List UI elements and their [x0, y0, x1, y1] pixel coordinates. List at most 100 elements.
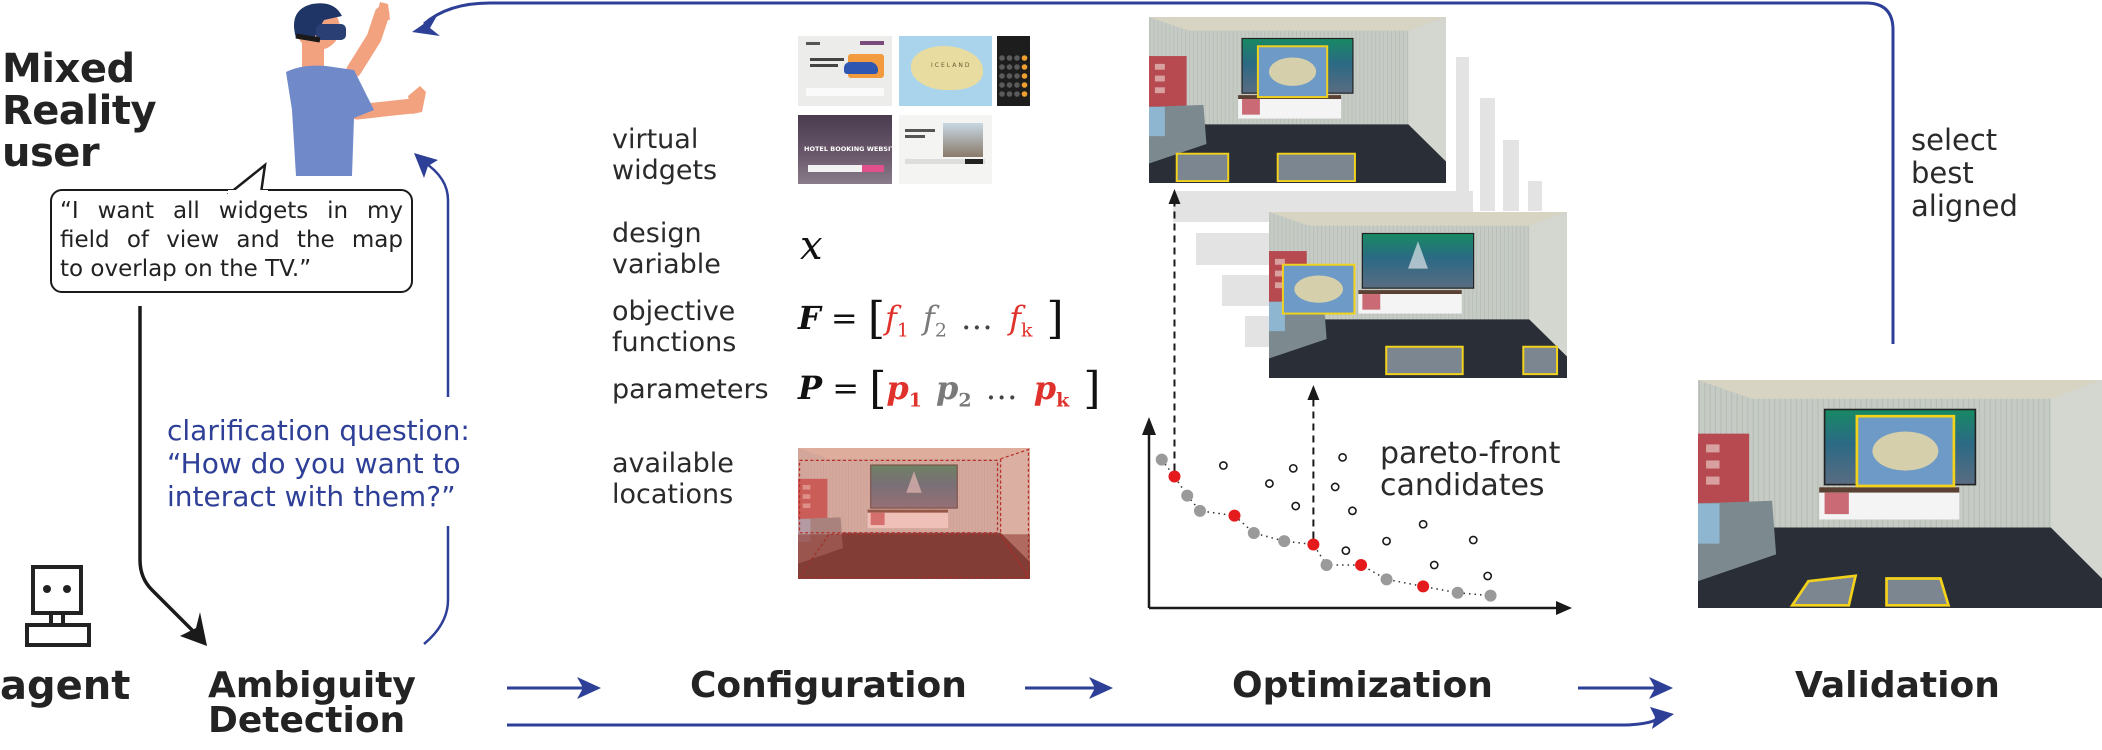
dominated-point — [1338, 452, 1347, 462]
agent-label: agent — [0, 663, 131, 709]
design-variable-symbol: x — [800, 223, 823, 269]
dominated-point — [1288, 463, 1298, 473]
arrowhead-icon — [1307, 385, 1320, 400]
pareto-front-line — [1161, 459, 1491, 597]
equation-term: pk — [1033, 369, 1070, 412]
dominated-point — [1218, 461, 1228, 470]
dominated-point — [1418, 519, 1428, 529]
virtual-widgets-label: virtual widgets — [612, 124, 717, 186]
cabinet-decor — [1242, 99, 1260, 115]
calculator-key — [999, 64, 1005, 70]
design-variable-label: design variable — [612, 218, 721, 280]
pareto-front-point — [1380, 573, 1393, 586]
calculator-widget — [997, 36, 1030, 106]
stage-configuration: Configuration — [690, 665, 967, 706]
stack-shadow-bar — [1222, 275, 1272, 306]
pareto-front-point — [1451, 586, 1464, 599]
calculator-key — [1014, 64, 1020, 70]
calculator-key — [1021, 82, 1028, 88]
floor-widget-overlay — [1885, 577, 1951, 607]
left-bracket: [ — [869, 363, 887, 414]
door-panel — [1274, 282, 1285, 289]
dominated-point — [1483, 571, 1493, 581]
calculator-key — [1014, 82, 1020, 88]
parameters-label: parameters — [612, 374, 769, 405]
door-panel — [1274, 258, 1285, 265]
door-panel — [1154, 63, 1165, 70]
objective-functions-label: objective functions — [612, 296, 736, 358]
stack-shadow-bar — [1196, 233, 1276, 265]
calculator-key — [1006, 82, 1013, 88]
equation-term: f2 — [922, 299, 947, 342]
forward-hand — [408, 86, 426, 114]
candidate-layout-1-image — [1149, 17, 1446, 183]
calculator-key — [1021, 91, 1028, 97]
arrowhead-icon — [412, 14, 440, 36]
door-panel — [802, 484, 811, 490]
pareto-candidate-point — [1355, 558, 1368, 571]
feedback-arrow-line — [423, 1, 1895, 344]
arrowhead-icon — [180, 612, 207, 646]
stack-shadow-bar — [1503, 140, 1519, 211]
label-line: design — [612, 218, 702, 249]
arrowhead-icon — [1168, 189, 1181, 204]
speech-bubble-pointer — [226, 162, 268, 194]
term-subscript: 2 — [934, 319, 947, 342]
pareto-front-point — [1247, 526, 1260, 539]
user-title-line: user — [2, 130, 100, 176]
pareto-front-label: pareto-front candidates — [1380, 438, 1560, 502]
map-label: ICELAND — [931, 62, 972, 69]
equation-term: f1 — [885, 299, 909, 342]
pareto-front-point — [1155, 453, 1168, 466]
stage-optimization: Optimization — [1232, 665, 1493, 706]
pareto-candidate-point — [1307, 538, 1320, 551]
cabinet-top — [1358, 290, 1462, 295]
dominated-point — [1429, 560, 1439, 570]
map-landmass — [1268, 57, 1317, 86]
door-panel — [1154, 75, 1165, 82]
counter-decor — [1698, 503, 1720, 544]
clarification-arrow-lower — [423, 526, 450, 645]
calculator-key — [999, 82, 1005, 88]
tv-mountain — [1408, 241, 1428, 269]
calculator-key — [1006, 64, 1013, 70]
calculator-key — [1006, 73, 1013, 79]
dominated-point — [1265, 479, 1274, 488]
label-line: variable — [612, 249, 721, 280]
door-panel — [1706, 444, 1720, 453]
arrowhead-icon — [414, 153, 438, 178]
pareto-front-point — [1320, 558, 1333, 571]
hotel-widget-title: HOTEL BOOKING WEBSITE — [804, 145, 892, 153]
raised-hand — [376, 2, 390, 20]
arrowhead-icon — [1089, 677, 1113, 699]
cabinet-decor — [870, 512, 885, 526]
arrowhead-icon — [577, 677, 601, 699]
vr-user-illustration — [286, 2, 426, 176]
calculator-key — [999, 91, 1005, 97]
arrowhead-icon — [1649, 677, 1673, 699]
floor-tint — [798, 534, 1030, 579]
left-bracket: [ — [867, 293, 886, 344]
equation-lhs: F — [798, 299, 821, 337]
cabinet — [867, 512, 949, 529]
speech-line: “I want all widgets in my — [60, 198, 403, 224]
label-line: functions — [612, 327, 737, 358]
label-line: virtual — [612, 124, 699, 155]
shirt — [286, 65, 374, 176]
tower-bridge-image — [943, 123, 983, 157]
label-line: objective — [612, 296, 736, 327]
calculator-key — [1021, 64, 1028, 70]
floor-widget-overlay — [1276, 152, 1356, 183]
calculator-key — [1006, 91, 1013, 97]
term-subscript: k — [1020, 319, 1033, 342]
car-icon — [844, 62, 878, 74]
cabinet-top — [867, 509, 949, 513]
pareto-front-point — [1193, 504, 1206, 517]
stack-shadow-bar — [1456, 57, 1469, 211]
right-wall — [1529, 212, 1567, 378]
dominated-point — [1291, 501, 1301, 511]
vr-headset-icon — [316, 24, 346, 40]
